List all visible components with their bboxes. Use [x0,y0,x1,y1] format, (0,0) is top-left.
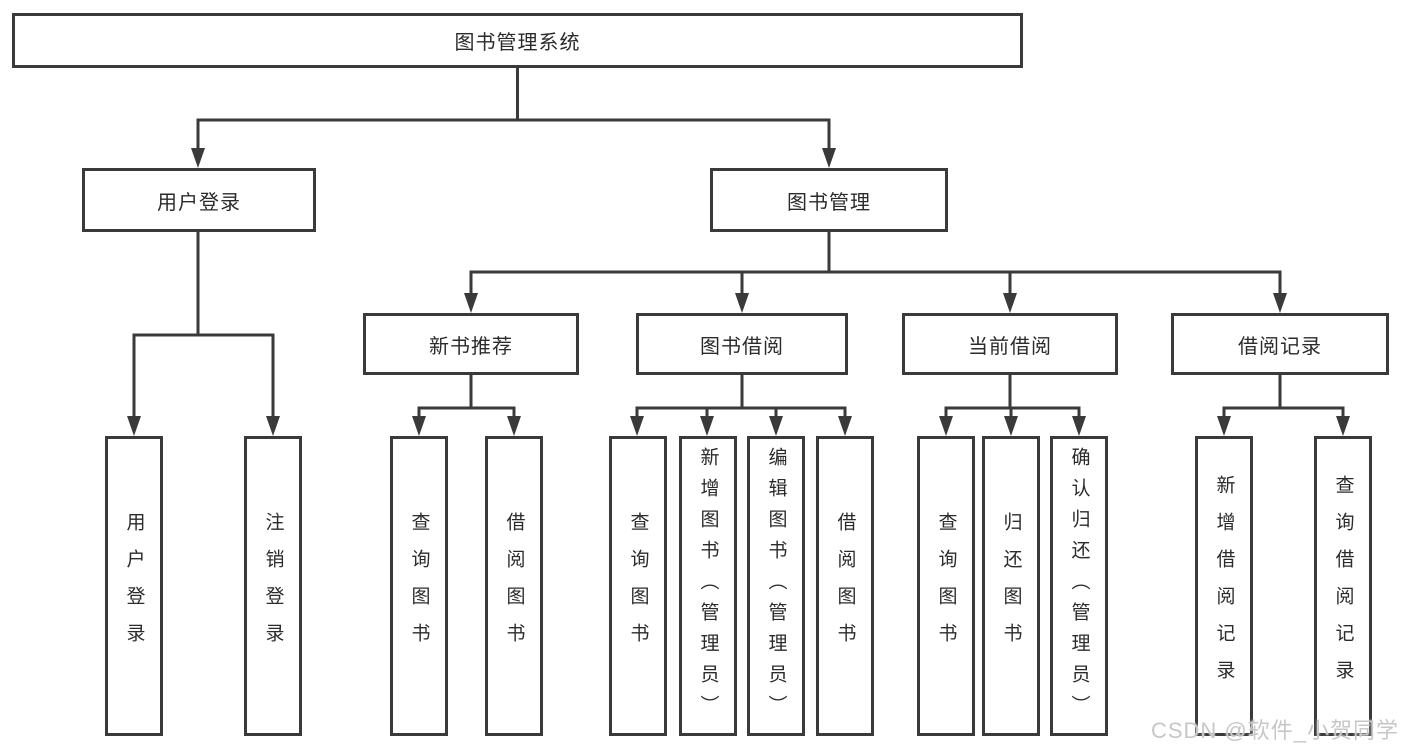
node-label: 新书推荐 [429,335,513,358]
node-user-login: 用户登录 [82,168,316,232]
leaf-label: 新增图书（管理员） [697,446,719,726]
leaf-logout: 注销登录 [244,436,302,736]
node-label: 当前借阅 [968,335,1052,358]
leaf-query-books-recommend: 查询图书 [390,436,448,736]
leaf-label: 借阅图书 [503,512,525,660]
leaf-label: 确认归还（管理员） [1068,446,1090,726]
leaf-label: 查询图书 [627,512,649,660]
leaf-query-books-borrowing: 查询图书 [609,436,667,736]
leaf-add-borrow-record: 新增借阅记录 [1195,436,1253,736]
leaf-borrow-books-borrowing: 借阅图书 [816,436,874,736]
node-label: 借阅记录 [1238,335,1322,358]
node-current-borrowing: 当前借阅 [902,313,1118,375]
leaf-label: 查询图书 [935,512,957,660]
node-book-borrowing: 图书借阅 [636,313,848,375]
node-label: 图书管理系统 [454,32,581,54]
leaf-label: 新增借阅记录 [1213,475,1235,697]
leaf-label: 查询借阅记录 [1332,475,1354,697]
leaf-query-books-current: 查询图书 [917,436,975,736]
node-new-book-recommendation: 新书推荐 [363,313,579,375]
leaf-add-books-admin: 新增图书（管理员） [679,436,737,736]
leaf-label: 借阅图书 [834,512,856,660]
leaf-label: 编辑图书（管理员） [765,446,787,726]
node-borrowing-records: 借阅记录 [1171,313,1389,375]
csdn-watermark: CSDN @软件_小贺同学 [1150,718,1399,743]
node-label: 图书借阅 [700,335,784,358]
leaf-confirm-return-admin: 确认归还（管理员） [1050,436,1108,736]
node-library-management-system: 图书管理系统 [12,13,1023,68]
leaf-return-books: 归还图书 [982,436,1040,736]
leaf-edit-books-admin: 编辑图书（管理员） [747,436,805,736]
leaf-label: 归还图书 [1000,512,1022,660]
node-label: 图书管理 [787,191,871,214]
leaf-label: 查询图书 [408,512,430,660]
leaf-user-login: 用户登录 [105,436,163,736]
node-label: 用户登录 [157,191,241,214]
arrowhead-icons [127,148,1350,436]
leaf-borrow-books-recommend: 借阅图书 [485,436,543,736]
leaf-label: 用户登录 [123,512,145,660]
leaf-label: 注销登录 [262,512,284,660]
leaf-query-borrow-record: 查询借阅记录 [1314,436,1372,736]
node-book-management: 图书管理 [710,168,948,232]
